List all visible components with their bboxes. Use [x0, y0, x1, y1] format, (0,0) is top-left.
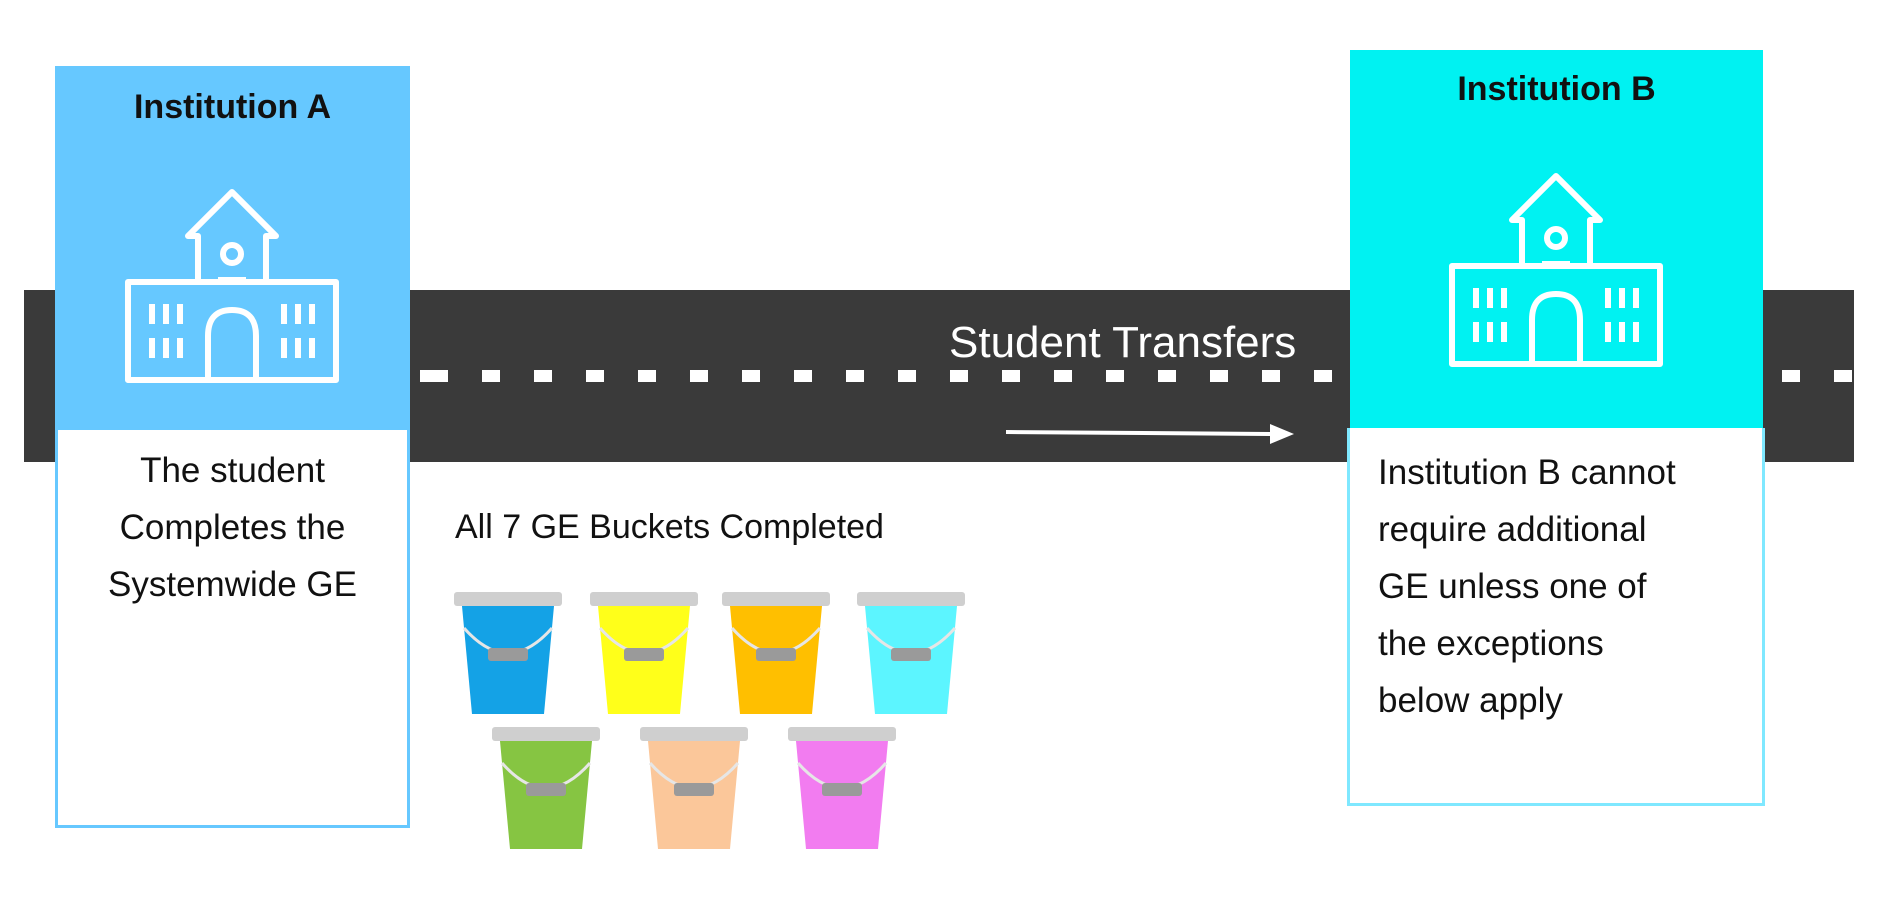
buckets-title: All 7 GE Buckets Completed: [455, 508, 884, 546]
institution-a-header-panel: Institution A: [55, 66, 410, 430]
institution-b-description: Institution B cannot require additional …: [1347, 428, 1765, 806]
bucket-icon: [454, 592, 562, 714]
institution-b-header-panel: Institution B: [1350, 50, 1763, 428]
description-line: Completes the: [119, 508, 346, 547]
bucket-icon: [788, 727, 896, 849]
institution-a-title: Institution A: [133, 88, 332, 126]
school-building-icon: [125, 189, 339, 383]
bucket-icon: [722, 592, 830, 714]
right-arrow-icon: [1005, 424, 1294, 444]
description-line: The student: [140, 451, 325, 490]
bucket-icon: [857, 592, 965, 714]
description-line: below apply: [1378, 681, 1563, 720]
description-line: Systemwide GE: [108, 565, 357, 604]
description-line: require additional: [1378, 510, 1647, 549]
bucket-icon: [590, 592, 698, 714]
institution-b-title: Institution B: [1457, 70, 1656, 108]
description-line: the exceptions: [1378, 624, 1604, 663]
bucket-icon: [640, 727, 748, 849]
description-line: Institution B cannot: [1378, 453, 1676, 492]
school-building-icon: [1449, 173, 1663, 367]
bucket-icon: [492, 727, 600, 849]
institution-a-description: The student Completes the Systemwide GE: [55, 430, 410, 828]
road-label: Student Transfers: [949, 318, 1297, 367]
description-line: GE unless one of: [1378, 567, 1647, 606]
